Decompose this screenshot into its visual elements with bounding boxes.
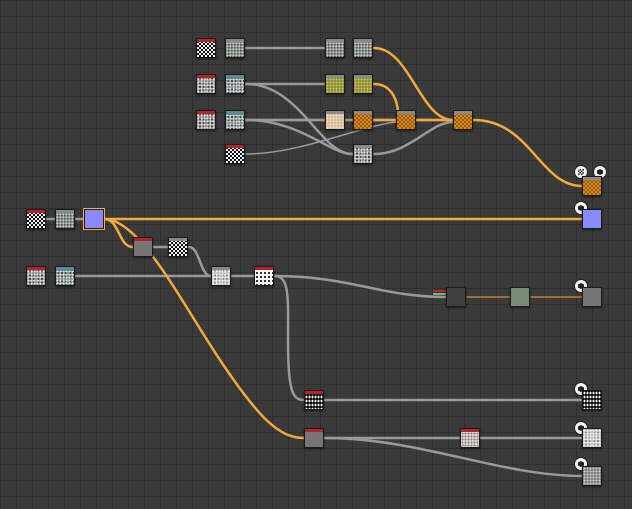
olive-node-1[interactable] (325, 74, 345, 94)
wire[interactable] (273, 274, 306, 402)
input-pins (433, 290, 447, 296)
height-noise-node[interactable] (26, 266, 46, 286)
wire[interactable] (187, 245, 213, 278)
wire-selected[interactable] (472, 118, 584, 188)
grey-flat-node[interactable] (133, 237, 153, 257)
tan-node[interactable] (325, 110, 345, 130)
noise-node-c[interactable] (196, 110, 216, 130)
wire[interactable] (273, 274, 448, 299)
height-teal-node[interactable] (55, 266, 75, 286)
wire[interactable] (372, 120, 455, 156)
wire-selected[interactable] (372, 82, 400, 122)
blend-node-1[interactable] (325, 38, 345, 58)
normal-node[interactable] (83, 208, 105, 230)
wire[interactable] (323, 436, 584, 478)
normal-source-checker-node[interactable] (26, 209, 46, 229)
noise-node-b[interactable] (196, 74, 216, 94)
wire[interactable] (244, 118, 354, 156)
teal-noise-node-b[interactable] (225, 74, 245, 94)
orange-node-1[interactable] (353, 110, 373, 130)
checker-small-node[interactable] (168, 237, 188, 257)
roughness-output-node[interactable] (582, 287, 602, 307)
orange-node-3[interactable] (453, 110, 473, 130)
ao-output-node[interactable] (582, 428, 602, 448)
speckle-node[interactable] (254, 266, 274, 286)
green-flat-node[interactable] (510, 287, 530, 307)
grey-texture-node-a[interactable] (225, 38, 245, 58)
height-output-node[interactable] (582, 466, 602, 486)
olive-node-2[interactable] (353, 74, 373, 94)
checker-node-a[interactable] (196, 38, 216, 58)
pink-noise-node[interactable] (460, 428, 480, 448)
metallic-output-node[interactable] (582, 390, 602, 410)
wire-selected[interactable] (102, 217, 306, 440)
black-noise-node[interactable] (304, 390, 324, 410)
blend-node-2[interactable] (353, 38, 373, 58)
checker-icon (574, 165, 588, 179)
light-noise-node[interactable] (211, 266, 231, 286)
grey-lower-node[interactable] (304, 428, 324, 448)
wire-selected[interactable] (372, 46, 455, 122)
normal-output-node[interactable] (582, 209, 602, 229)
checker-node-d[interactable] (225, 144, 245, 164)
normal-texture-node[interactable] (55, 209, 75, 229)
basecolor-output-node[interactable] (582, 176, 602, 196)
orange-node-2[interactable] (396, 110, 416, 130)
teal-noise-node-c[interactable] (225, 110, 245, 130)
noise-merge-node[interactable] (353, 144, 373, 164)
wire[interactable] (245, 121, 397, 155)
dark-blend-node[interactable] (446, 287, 466, 307)
